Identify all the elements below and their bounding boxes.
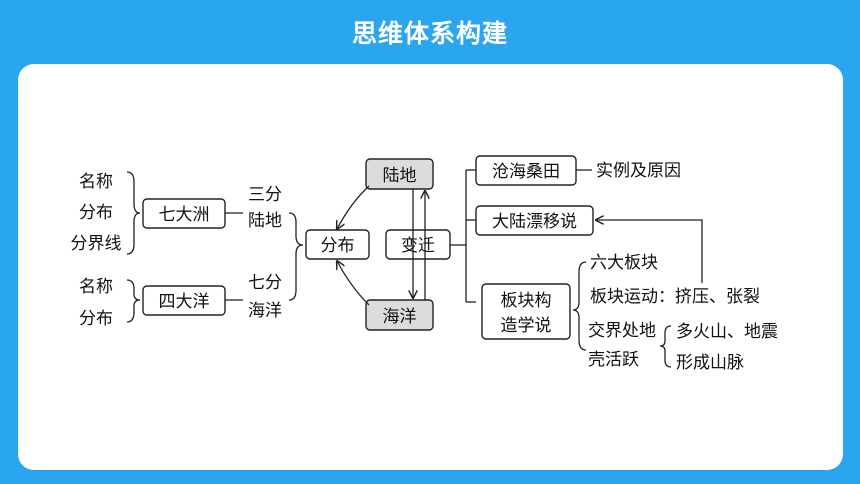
box-sea	[365, 299, 434, 331]
text-result-1: 多火山、地震	[676, 322, 778, 342]
brace-oceans	[126, 279, 141, 323]
brace-distribution	[288, 212, 304, 301]
label-boundary-line: 分界线	[71, 234, 122, 254]
text-result-2: 形成山脉	[676, 353, 744, 373]
label-three-parts: 三分	[248, 185, 282, 205]
text-change: 变迁	[401, 236, 435, 256]
label-seven-parts: 七分	[248, 273, 282, 293]
content-panel	[18, 64, 843, 470]
page-title: 思维体系构建	[351, 19, 508, 48]
text-land: 陆地	[383, 166, 417, 186]
text-distribution: 分布	[321, 236, 355, 256]
text-sea: 海洋	[383, 307, 417, 327]
text-six-plates: 六大板块	[590, 253, 658, 273]
arrow-sea-to-distribution	[337, 261, 370, 306]
text-movement: 板块运动：挤压、张裂	[590, 287, 760, 307]
brace-continents	[126, 171, 141, 255]
text-plate-1: 板块构	[501, 291, 552, 311]
label-name-1: 名称	[79, 172, 113, 192]
text-canghai: 沧海桑田	[492, 162, 560, 182]
text-oceans: 四大洋	[159, 292, 210, 312]
label-land-ratio: 陆地	[248, 211, 282, 231]
text-boundary-2: 壳活跃	[588, 350, 639, 370]
box-drift	[475, 205, 594, 236]
label-name-2: 名称	[79, 277, 113, 297]
brace-plate	[572, 261, 587, 351]
label-distribution-1: 分布	[79, 203, 113, 223]
arrow-land-to-distribution	[337, 185, 370, 229]
text-continents: 七大洲	[159, 205, 210, 225]
text-boundary-1: 交界处地	[588, 321, 656, 341]
arrow-movement-to-drift	[596, 220, 703, 283]
label-sea-ratio: 海洋	[248, 301, 282, 321]
label-distribution-2: 分布	[79, 309, 113, 329]
text-plate-2: 造学说	[501, 316, 552, 336]
box-land	[365, 158, 434, 190]
text-drift: 大陆漂移说	[492, 212, 577, 232]
box-plate-tectonics	[481, 283, 571, 340]
text-examples: 实例及原因	[596, 161, 681, 181]
brace-results	[659, 325, 672, 368]
